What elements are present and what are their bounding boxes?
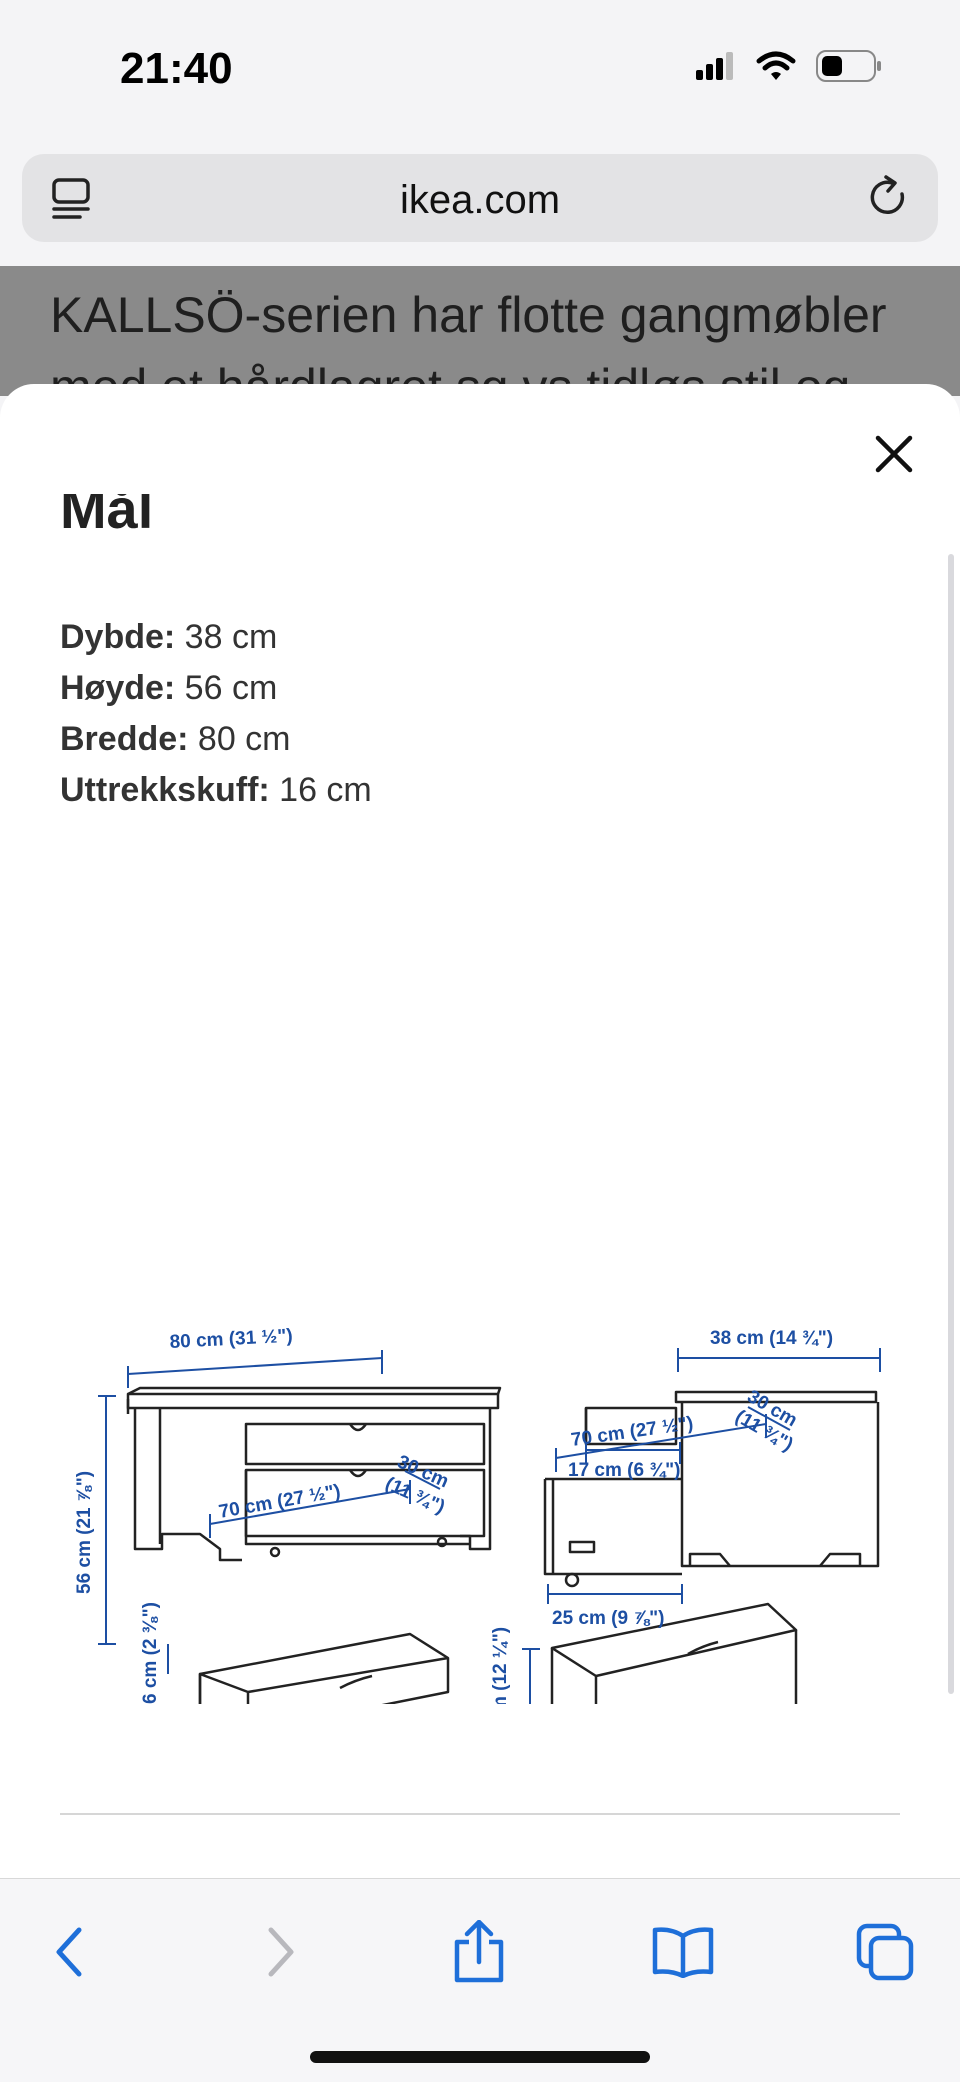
status-time: 21:40 [120,44,233,93]
close-icon[interactable] [866,426,922,482]
scrollbar[interactable] [948,554,954,1694]
spec-value: 16 cm [269,771,372,809]
width-dimension-label: 80 cm (31 ½") [169,1326,293,1353]
back-button[interactable] [36,1917,106,1987]
section-title: Mål [60,494,154,538]
address-bar[interactable]: ikea.com [22,154,938,242]
drawer-extension-label: 17 cm (6 ¾") [568,1460,681,1481]
bookmarks-icon [652,1927,714,1978]
bin-height-label: 31 cm (12 ¼") [490,1627,511,1704]
battery-icon [816,50,881,82]
spec-label: Bredde: [60,720,189,758]
bin-extension-label: 25 cm (9 ⅞") [552,1608,665,1629]
signal-icon [696,52,733,80]
cabinet-side-view [543,1390,880,1588]
spec-height: Høyde: 56 cm [60,663,372,714]
drawer-width-label: 70 cm (27 ½") [217,1481,342,1523]
drawer-height-label: 6 cm (2 ⅜") [140,1602,161,1704]
background-page: KALLSÖ-serien har flotte gangmøbler med … [0,266,960,396]
tabs-icon [856,1923,914,1981]
browser-toolbar [0,1878,960,2082]
forward-button[interactable] [244,1917,314,1987]
divider [60,1813,900,1815]
depth-dimension-label: 38 cm (14 ¾") [710,1328,833,1349]
height-dimension-label: 56 cm (21 ⅞") [74,1471,95,1594]
cabinet-front-view [126,1386,502,1562]
spec-value: 56 cm [175,669,278,707]
back-icon [56,1927,82,1977]
status-icons [696,50,882,82]
spec-label: Uttrekkskuff: [60,771,270,809]
home-indicator [310,2051,650,2063]
spec-depth: Dybde: 38 cm [60,612,372,663]
spec-value: 80 cm [188,720,291,758]
tabs-button[interactable] [850,1917,920,1987]
spec-label: Høyde: [60,669,176,707]
reload-icon[interactable] [866,174,912,222]
deep-bin-view [550,1602,798,1704]
spec-list: Dybde: 38 cm Høyde: 56 cm Bredde: 80 cm … [60,612,372,816]
background-text-line: KALLSÖ-serien har flotte gangmøbler [50,287,887,343]
share-button[interactable] [444,1917,514,1987]
bookmarks-button[interactable] [648,1917,718,1987]
spec-value: 38 cm [175,618,278,656]
status-bar: 21:40 [0,0,960,140]
url-text[interactable]: ikea.com [399,178,561,222]
shallow-drawer-view [198,1632,450,1704]
dimension-diagram: 80 cm (31 ½") 56 cm (21 ⅞") 38 cm (14 ¾"… [74,1326,881,1704]
spec-drawer: Uttrekkskuff: 16 cm [60,765,372,816]
share-icon [454,1920,504,1983]
reader-icon[interactable] [50,176,94,222]
wifi-icon [756,51,796,80]
spec-width: Bredde: 80 cm [60,714,372,765]
forward-icon [268,1927,294,1977]
spec-label: Dybde: [60,618,176,656]
dimensions-sheet: Mål Dybde: 38 cm Høyde: 56 cm Bredde: 80… [0,384,960,1878]
